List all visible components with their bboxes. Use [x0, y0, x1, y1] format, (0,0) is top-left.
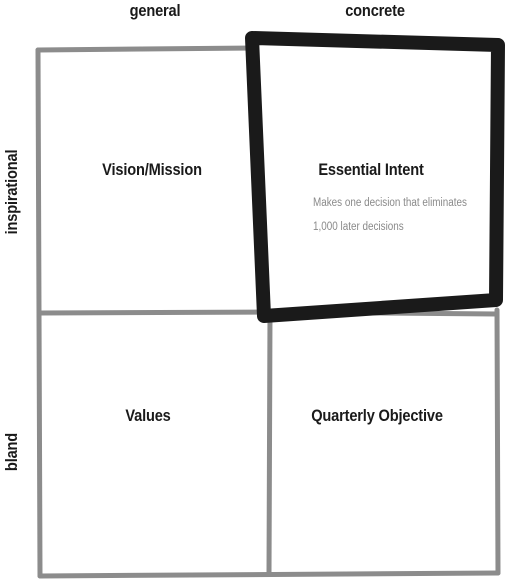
column-label-concrete: concrete: [345, 1, 405, 20]
quadrant-values-title: Values: [125, 406, 171, 425]
grid-outer-right: [494, 307, 501, 576]
essential-intent-highlight-border: [245, 31, 505, 323]
quadrant-quarterly-objective-title: Quarterly Objective: [311, 406, 443, 425]
grid-outer-top: [35, 45, 258, 53]
quadrant-essential-intent-title: Essential Intent: [318, 160, 424, 179]
column-label-general: general: [129, 1, 181, 20]
essential-intent-description-line-2: 1,000 later decisions: [313, 221, 404, 233]
essential-intent-description-line-1: Makes one decision that eliminates: [313, 197, 467, 209]
grid-middle-vertical: [266, 310, 273, 577]
quadrant-vision-mission-title: Vision/Mission: [102, 160, 202, 179]
grid-lines: [35, 45, 501, 579]
